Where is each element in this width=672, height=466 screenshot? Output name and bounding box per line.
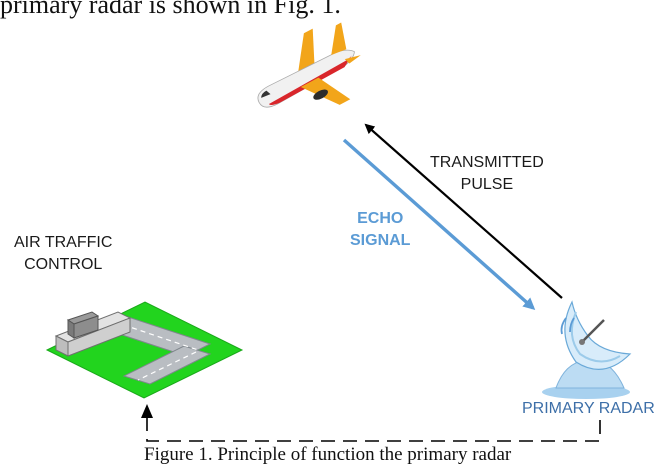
intro-text: primary radar is shown in Fig. 1. xyxy=(0,0,341,19)
radar-dish-icon xyxy=(542,300,632,399)
atc-label-line2: CONTROL xyxy=(24,256,103,273)
control-tower-icon xyxy=(45,301,244,399)
atc-label: AIR TRAFFIC CONTROL xyxy=(14,232,112,276)
echo-signal-label: ECHO SIGNAL xyxy=(350,208,410,252)
transmitted-pulse-arrow xyxy=(364,123,563,299)
echo-signal-arrow xyxy=(342,138,536,310)
atc-label-line1: AIR TRAFFIC xyxy=(14,234,113,251)
echo-label-line1: ECHO xyxy=(357,210,404,227)
primary-radar-label: PRIMARY RADAR xyxy=(522,400,655,417)
transmitted-pulse-label: TRANSMITTED PULSE xyxy=(430,152,544,196)
transmitted-label-line1: TRANSMITTED xyxy=(430,154,544,171)
radar-to-atc-link xyxy=(146,418,601,442)
echo-label-line2: SIGNAL xyxy=(350,232,411,249)
airplane-icon xyxy=(257,22,361,108)
atc-link-arrowhead xyxy=(141,404,153,418)
figure-caption: Figure 1. Principle of function the prim… xyxy=(144,444,512,465)
transmitted-label-line2: PULSE xyxy=(460,176,514,193)
